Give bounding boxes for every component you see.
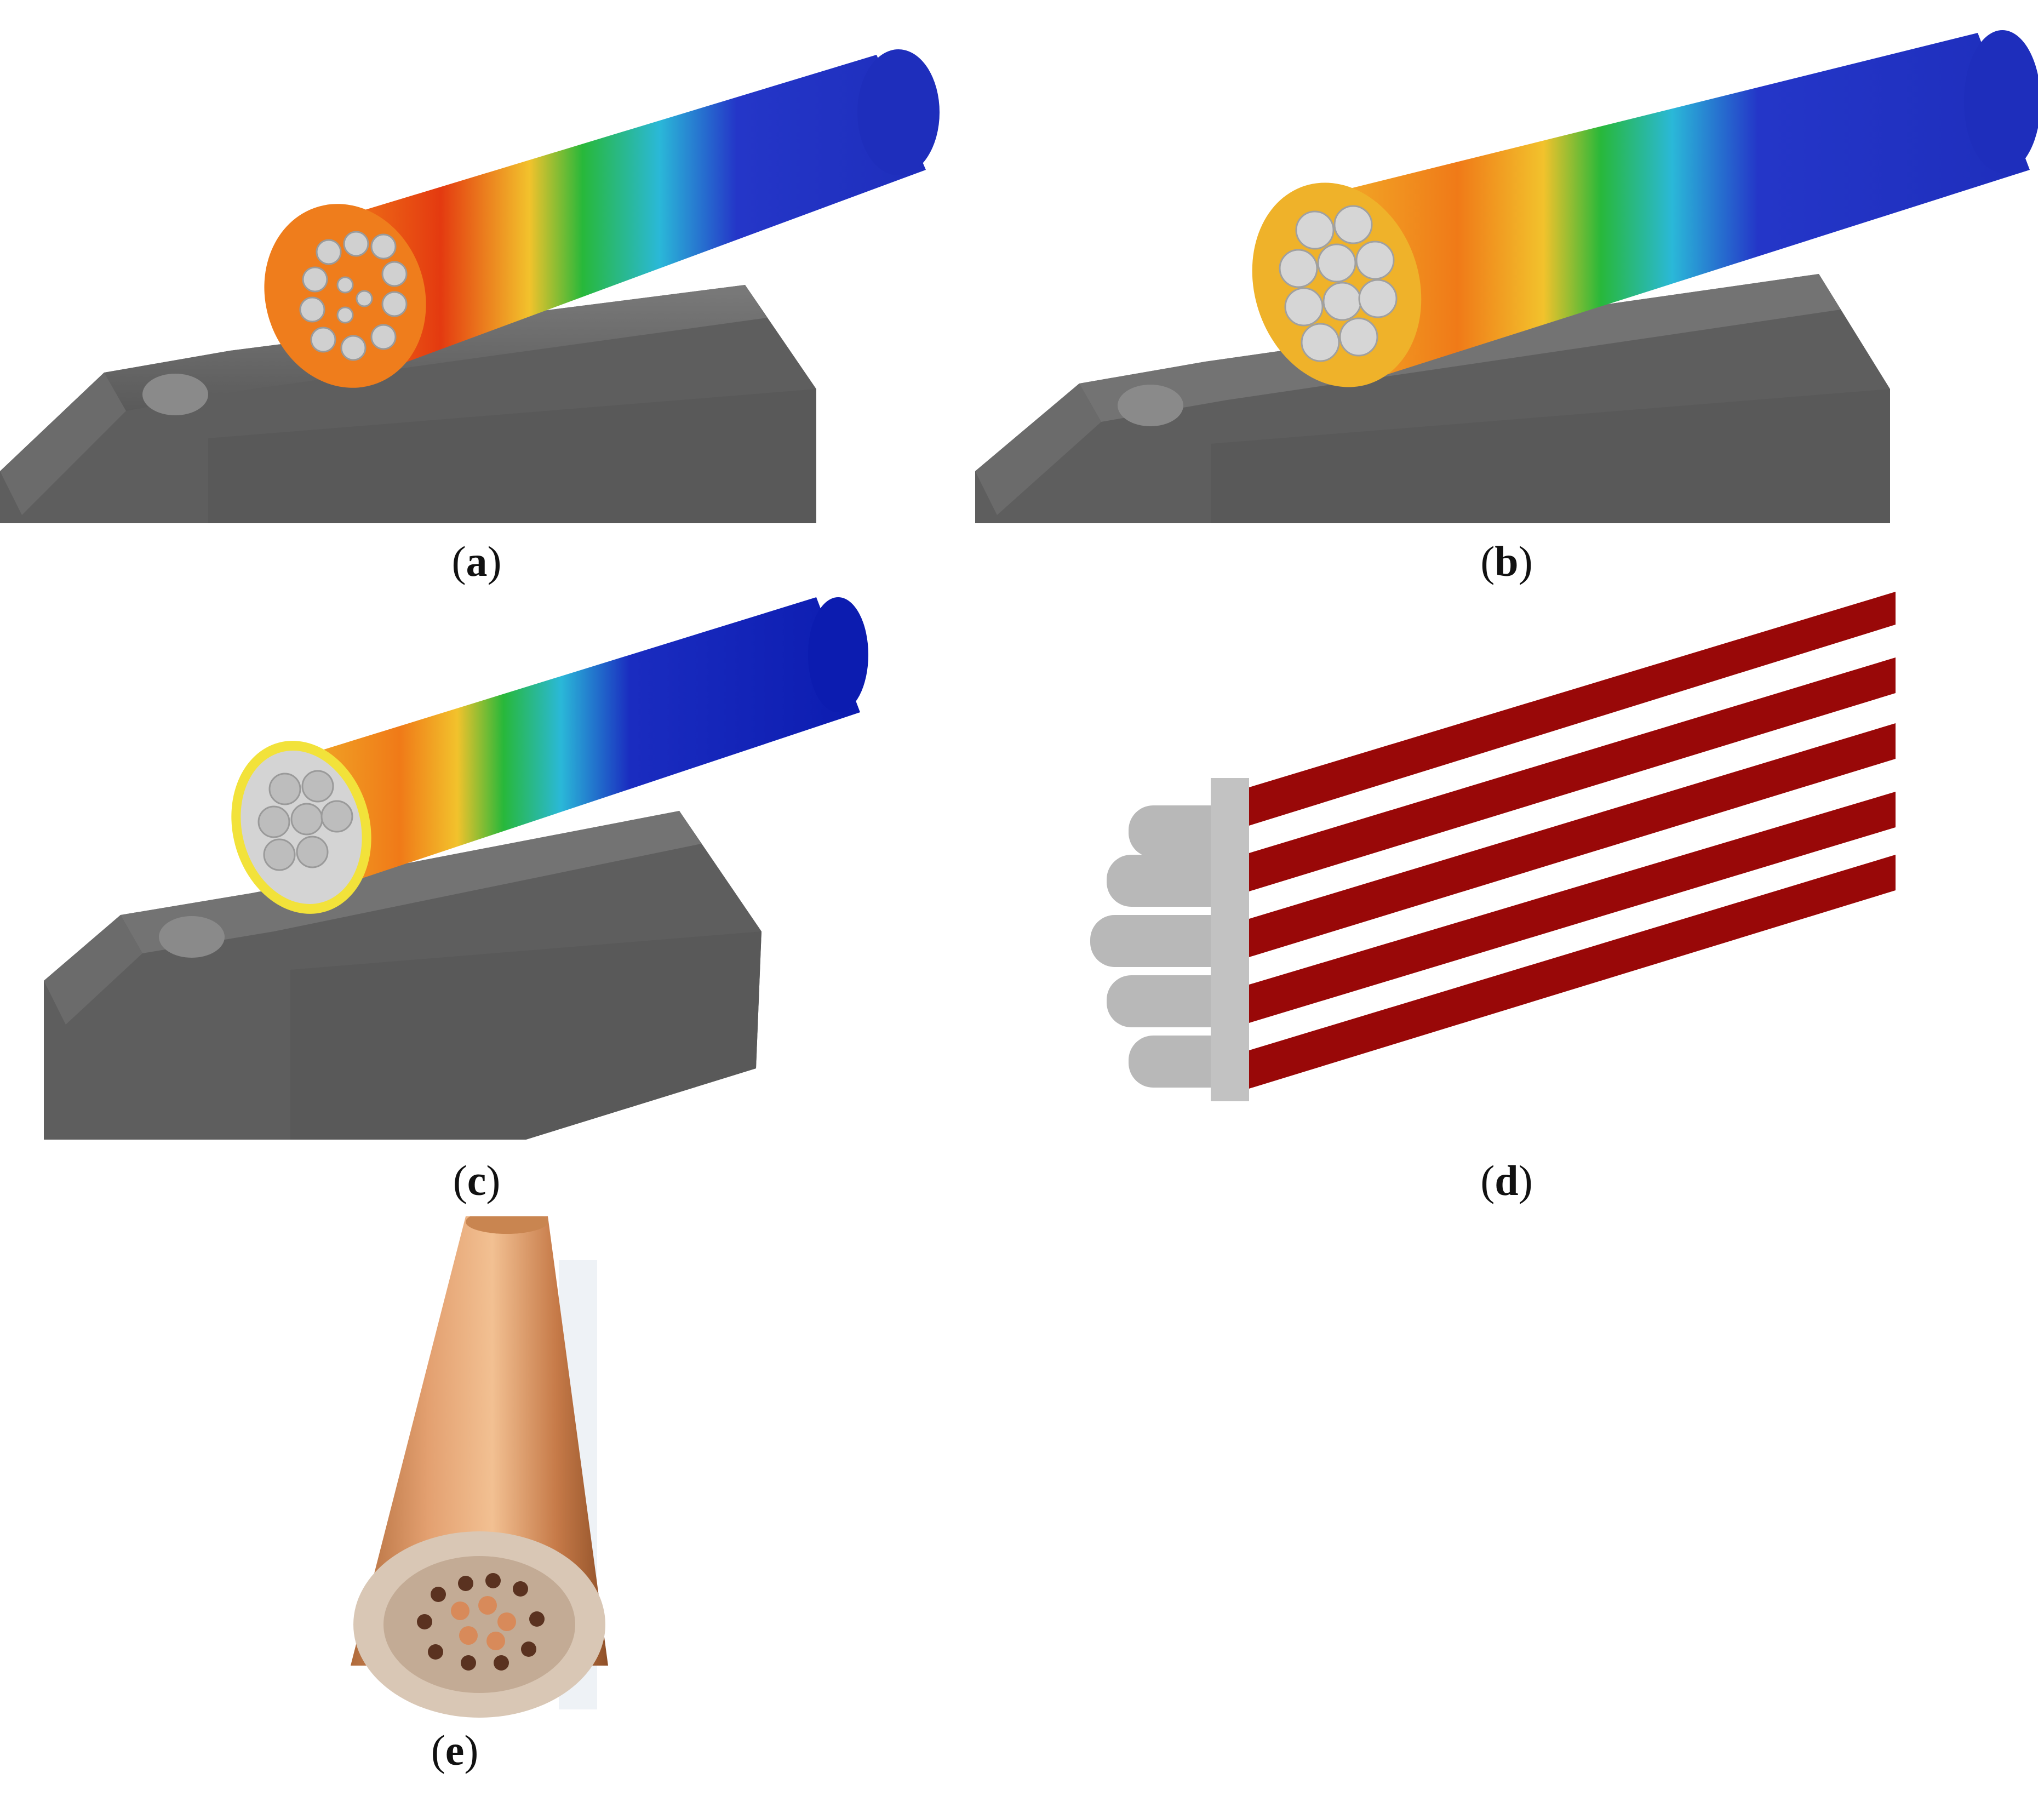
panel-e-photo — [351, 1216, 608, 1718]
rod-simulation — [1252, 30, 2038, 387]
panel-b-caption: (b) — [1480, 537, 1533, 585]
rod-simulation — [264, 49, 940, 388]
panel-a-caption: (a) — [451, 537, 502, 585]
mesh-particles — [1090, 778, 1249, 1101]
embedded-wires — [417, 1573, 545, 1671]
panel-d-figure — [1090, 592, 1896, 1101]
rod-simulation — [231, 597, 868, 914]
panel-e — [285, 1216, 614, 1720]
panel-b — [975, 11, 2038, 531]
panel-c-figure — [44, 597, 868, 1140]
panel-c-caption: (c) — [453, 1157, 501, 1204]
panel-a-figure — [0, 49, 940, 523]
panel-b-figure — [975, 30, 2038, 523]
die-block — [0, 285, 816, 523]
panel-d — [1074, 592, 1906, 1134]
panel-d-caption: (d) — [1480, 1157, 1533, 1204]
panel-a — [0, 11, 942, 531]
panel-e-caption: (e) — [431, 1726, 479, 1774]
die-block — [44, 811, 762, 1140]
panel-c — [33, 586, 888, 1145]
wire-strands — [1244, 592, 1896, 1090]
copper-cores — [451, 1596, 516, 1650]
